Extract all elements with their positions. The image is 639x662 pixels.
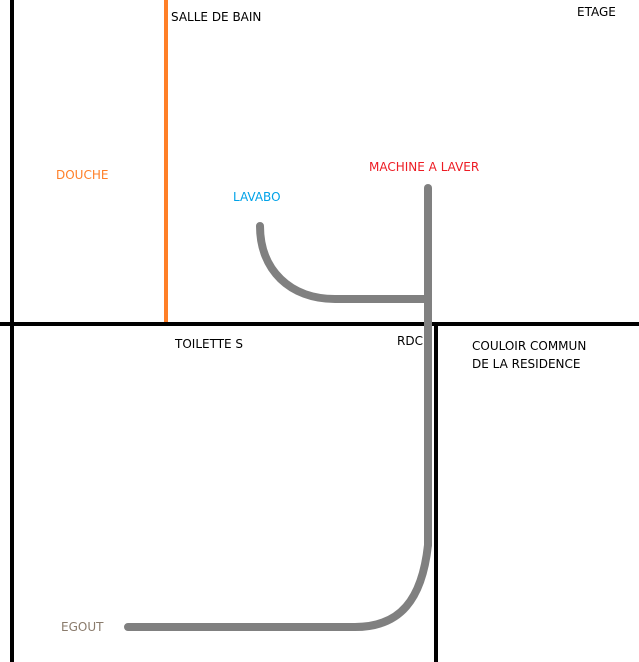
label-etage: ETAGE [577, 5, 616, 19]
sewer-pipe [124, 541, 432, 631]
sink-pipe [256, 222, 432, 303]
label-rdc: RDC [397, 334, 423, 348]
label-douche: DOUCHE [56, 168, 109, 182]
label-toilettes: TOILETTE S [175, 337, 244, 351]
label-machine-a-laver: MACHINE A LAVER [369, 160, 480, 174]
label-salle-de-bain: SALLE DE BAIN [171, 10, 262, 24]
label-couloir-line1: COULOIR COMMUN [472, 339, 587, 353]
label-couloir-line2: DE LA RESIDENCE [472, 357, 581, 371]
label-lavabo: LAVABO [233, 190, 281, 204]
label-egout: EGOUT [61, 620, 104, 634]
